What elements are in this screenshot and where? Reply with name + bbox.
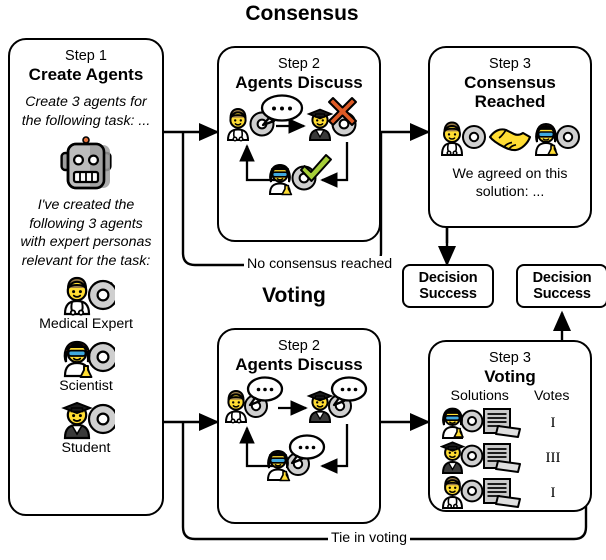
section-title-consensus: Consensus (172, 2, 432, 26)
doctor-agent-icon (224, 389, 268, 424)
scientist-agent-icon (534, 122, 580, 156)
doctor-agent-icon (63, 276, 115, 316)
robot-icon (60, 136, 112, 190)
consensus-step2-step-label: Step 2 (278, 56, 320, 72)
vote-count-row1: I (550, 414, 556, 431)
voting-step3-step-label: Step 3 (489, 350, 531, 366)
doctor-agent-icon (440, 121, 486, 156)
table-row: III (440, 441, 580, 475)
decision-right-line1: Decision (532, 269, 592, 286)
consensus-step3-box: Step 3 Consensus Reached (428, 46, 592, 228)
agent-name-scientist: Scientist (59, 378, 113, 394)
voting-step2-step-label: Step 2 (278, 338, 320, 354)
doctor-solution-icon (441, 476, 521, 509)
decision-left-line2: Success (419, 286, 477, 302)
student-solution-icon (440, 441, 521, 474)
agent-name-student: Student (61, 440, 111, 456)
col-header-votes: Votes (533, 388, 570, 404)
speech-bubble-icon (330, 376, 368, 407)
scientist-agent-icon (63, 340, 115, 378)
scientist-agent-icon (268, 163, 317, 196)
voting-title-text: Voting (262, 284, 326, 307)
cross-icon (328, 97, 357, 126)
scientist-solution-icon (441, 407, 521, 439)
consensus-step3-title: Consensus Reached (464, 73, 556, 111)
voting-step2-flow (224, 376, 368, 482)
step1-title: Create Agents (28, 65, 144, 84)
step1-create-agents-box: Step 1 Create Agents Create 3 agents for… (8, 38, 164, 516)
agent-entry-medical-expert: Medical Expert (10, 276, 162, 333)
voting-step3-box: Step 3 Voting Solutions Votes (428, 340, 592, 512)
edge-label-no-consensus: No consensus reached (244, 256, 396, 272)
consensus-step3-step-label: Step 3 (489, 56, 531, 72)
voting-step3-title: Voting (484, 367, 536, 386)
table-row: I (440, 476, 580, 510)
step1-response-text: I've created the following 3 agents with… (20, 197, 152, 269)
vote-count-row3: I (550, 484, 556, 501)
agent-entry-scientist: Scientist (10, 338, 162, 395)
robot-icon-wrap (10, 136, 162, 190)
decision-success-left-box: Decision Success (402, 264, 494, 308)
consensus-step3-caption: We agreed on this solution: ... (452, 166, 568, 200)
check-icon (300, 154, 332, 182)
decision-left-line1: Decision (418, 269, 478, 286)
consensus-title-text: Consensus (245, 2, 359, 25)
agent-entry-student: Student (10, 400, 162, 457)
step1-step-label: Step 1 (65, 48, 107, 64)
decision-right-line2: Success (533, 286, 591, 302)
consensus-step2-flow (226, 94, 357, 196)
consensus-step2-box: Step 2 Agents Discuss (217, 46, 381, 242)
speech-bubble-icon (288, 434, 326, 465)
consensus-agreement-icons (430, 121, 590, 157)
step1-prompt-text: Create 3 agents for the following task: … (21, 94, 151, 129)
speech-bubble-icon (260, 94, 304, 127)
speech-bubble-icon (246, 376, 284, 407)
edge-label-tie-in-voting: Tie in voting (328, 530, 410, 546)
consensus-step2-title: Agents Discuss (235, 73, 363, 92)
agent-name-medical-expert: Medical Expert (39, 316, 133, 332)
section-title-voting: Voting (204, 284, 384, 308)
voting-step2-box: Step 2 Agents Discuss (217, 328, 381, 524)
student-agent-icon (61, 401, 115, 440)
student-agent-icon (306, 108, 357, 141)
handshake-icon (488, 128, 532, 152)
col-header-solutions: Solutions (450, 388, 509, 404)
voting-step2-title: Agents Discuss (235, 355, 363, 374)
decision-success-right-box: Decision Success (516, 264, 606, 308)
table-row: I (440, 406, 580, 440)
vote-count-row2: III (545, 449, 561, 466)
voting-table-header: Solutions Votes (438, 388, 582, 404)
